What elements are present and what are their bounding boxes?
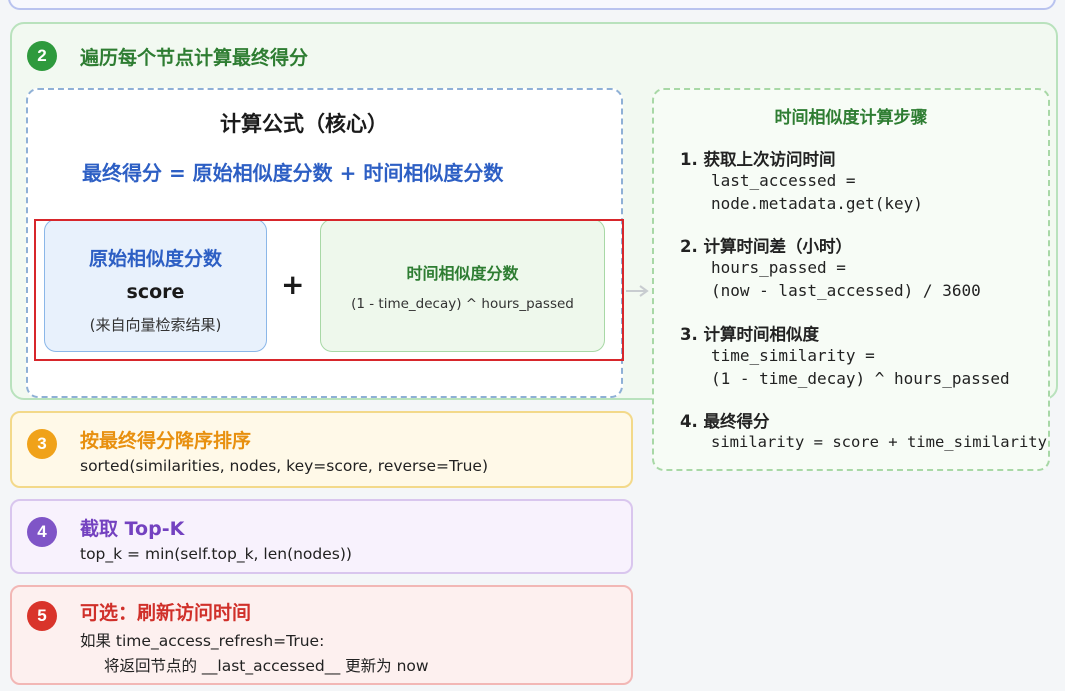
original-score-title: 原始相似度分数	[88, 248, 222, 270]
original-score-card	[44, 219, 267, 352]
time-score-title: 时间相似度分数	[406, 264, 519, 283]
step-3-number-badge: 3	[27, 429, 57, 459]
highlight-frame	[34, 219, 624, 361]
time-score-expression: (1 - time_decay) ^ hours_passed	[351, 296, 574, 312]
steps-item-1-line-1: last_accessed =	[711, 171, 856, 190]
step-3-title: 按最终得分降序排序	[80, 430, 252, 452]
steps-item-4-head: 4. 最终得分	[680, 412, 770, 431]
steps-item-4-line-1: similarity = score + time_similarity	[711, 433, 1047, 451]
steps-item-3-line-2: (1 - time_decay) ^ hours_passed	[711, 369, 1010, 388]
original-score-value: score	[126, 281, 185, 303]
steps-item-1-head: 1. 获取上次访问时间	[680, 150, 836, 169]
step-3-panel	[10, 411, 633, 488]
steps-item-2-line-1: hours_passed =	[711, 258, 846, 277]
step-2-number-badge: 2	[27, 41, 57, 71]
previous-step-panel	[8, 0, 1056, 10]
step-2-title: 遍历每个节点计算最终得分	[80, 47, 309, 69]
step-4-code: top_k = min(self.top_k, len(nodes))	[80, 545, 352, 563]
step-3-code: sorted(similarities, nodes, key=score, r…	[80, 457, 489, 475]
steps-panel-title: 时间相似度计算步骤	[774, 108, 928, 128]
step-5-number-badge: 5	[27, 601, 57, 631]
steps-item-3-head: 3. 计算时间相似度	[680, 325, 819, 344]
step-4-title: 截取 Top-K	[80, 518, 185, 540]
step-5-panel	[10, 585, 633, 685]
step-4-number-badge: 4	[27, 517, 57, 547]
formula-title: 计算公式（核心）	[220, 112, 388, 136]
step-5-line-1: 如果 time_access_refresh=True:	[80, 632, 325, 650]
arrow-right-icon	[626, 285, 649, 297]
step-5-title: 可选：刷新访问时间	[80, 602, 252, 624]
steps-item-1-line-2: node.metadata.get(key)	[711, 194, 923, 213]
plus-sign: +	[281, 268, 305, 301]
step-5-line-2: 将返回节点的 __last_accessed__ 更新为 now	[104, 657, 429, 675]
original-score-note: (来自向量检索结果)	[89, 316, 222, 334]
steps-item-2-head: 2. 计算时间差（小时）	[680, 237, 852, 256]
steps-item-3-line-1: time_similarity =	[711, 346, 875, 365]
steps-item-2-line-2: (now - last_accessed) / 3600	[711, 281, 981, 300]
step-4-panel	[10, 499, 633, 574]
formula-equation: 最终得分 = 原始相似度分数 + 时间相似度分数	[82, 161, 504, 185]
time-similarity-steps-panel	[652, 88, 1050, 471]
